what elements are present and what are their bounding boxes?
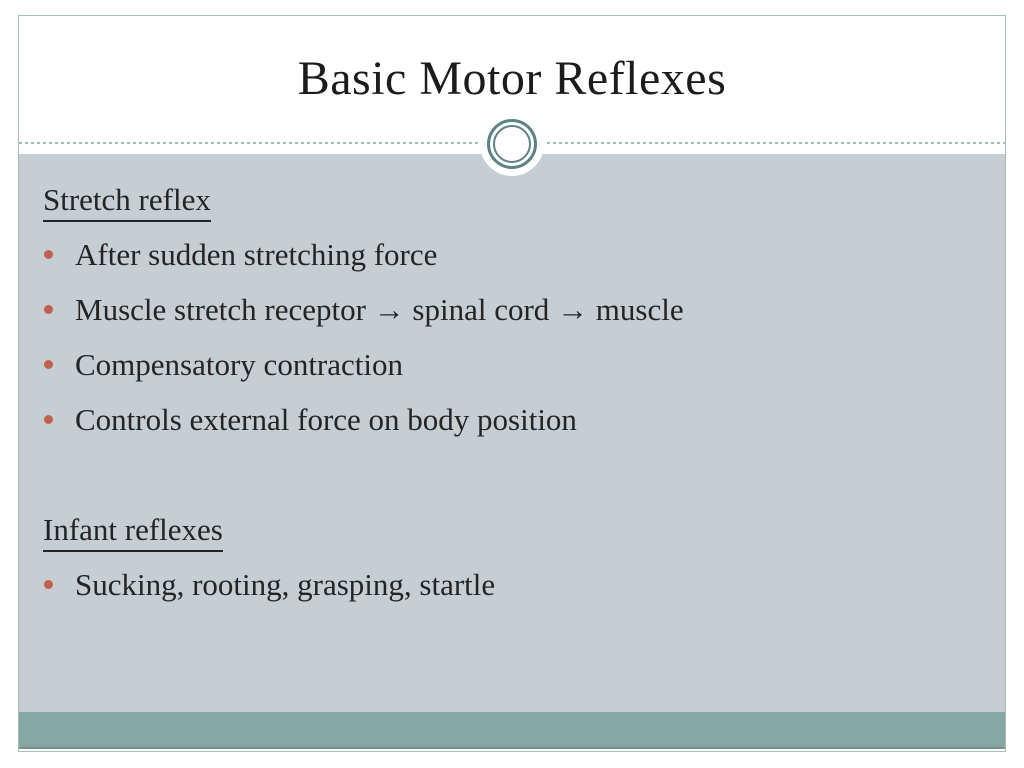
bullet-dot-icon [44,360,53,369]
bullet-item: After sudden stretching force [43,227,975,282]
bullet-item: Compensatory contraction [43,337,975,392]
slide-body: Stretch reflex After sudden stretching f… [19,154,1005,712]
section-heading-infant-reflexes: Infant reflexes [43,502,975,557]
bullet-dot-icon [44,305,53,314]
bullet-item: Muscle stretch receptor → spinal cord → … [43,282,975,337]
section-heading-stretch-reflex: Stretch reflex [43,172,975,227]
bullet-item: Controls external force on body position [43,392,975,447]
bullet-dot-icon [44,250,53,259]
circle-ornament-icon [480,112,544,176]
bullet-text: Compensatory contraction [75,347,403,382]
footer-accent-band [19,712,1005,749]
bullet-text: Muscle stretch receptor → spinal cord → … [75,292,684,327]
section-heading-label: Infant reflexes [43,511,223,552]
bullet-item: Sucking, rooting, grasping, startle [43,557,975,612]
ornament-outer-ring [487,119,537,169]
bullet-text: After sudden stretching force [75,237,438,272]
bullet-text: Controls external force on body position [75,402,577,437]
slide-title: Basic Motor Reflexes [297,52,727,105]
bullet-dot-icon [44,580,53,589]
bullet-text: Sucking, rooting, grasping, startle [75,567,496,602]
section-heading-label: Stretch reflex [43,181,211,222]
slide-frame: Basic Motor Reflexes Stretch reflex Afte… [18,15,1006,752]
bullet-dot-icon [44,415,53,424]
ornament-inner-ring [493,125,531,163]
blank-line [43,447,975,502]
